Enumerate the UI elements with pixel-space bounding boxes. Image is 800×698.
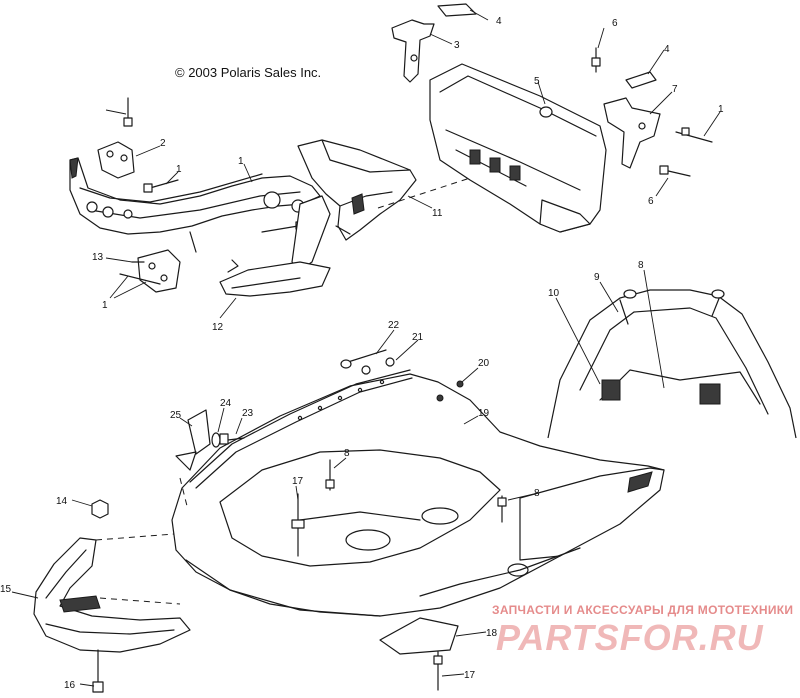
callout-9: 9 xyxy=(594,272,600,283)
callout-numbers: 4 3 6 4 5 7 1 6 2 1 1 11 13 1 12 10 9 8 … xyxy=(0,16,724,691)
hood-hardware xyxy=(175,349,507,691)
callout-13: 13 xyxy=(92,252,104,263)
hood-rear-inset xyxy=(547,289,797,439)
front-bumper-15 xyxy=(33,499,191,693)
callout-23: 23 xyxy=(242,408,254,419)
callout-18: 18 xyxy=(486,628,498,639)
watermark-tagline: ЗАПЧАСТИ И АКСЕССУАРЫ ДЛЯ МОТОТЕХНИКИ xyxy=(492,603,793,617)
callout-1-frame: 1 xyxy=(238,156,244,167)
callout-8-upper: 8 xyxy=(344,448,350,459)
callout-5: 5 xyxy=(534,76,540,87)
callout-15: 15 xyxy=(0,584,12,595)
callout-20: 20 xyxy=(478,358,490,369)
callout-24: 24 xyxy=(220,398,232,409)
callout-17-middle: 17 xyxy=(292,476,304,487)
callout-8-right: 8 xyxy=(534,488,540,499)
watermark: ЗАПЧАСТИ И АКСЕССУАРЫ ДЛЯ МОТОТЕХНИКИ PA… xyxy=(492,603,793,658)
callout-1-middle: 1 xyxy=(176,164,182,175)
callout-1-lower: 1 xyxy=(102,300,108,311)
copyright-text: © 2003 Polaris Sales Inc. xyxy=(175,65,321,80)
leader-lines xyxy=(11,9,721,687)
callout-4-top: 4 xyxy=(496,16,502,27)
callout-11: 11 xyxy=(432,208,443,219)
callout-17-bottom: 17 xyxy=(464,670,476,681)
callout-22: 22 xyxy=(388,320,400,331)
front-frame-assembly xyxy=(69,97,331,297)
steering-support-11 xyxy=(297,139,417,241)
callout-12: 12 xyxy=(212,322,224,333)
callout-3: 3 xyxy=(454,40,460,51)
callout-19: 19 xyxy=(478,408,490,419)
callout-6-top: 6 xyxy=(612,18,618,29)
callout-21: 21 xyxy=(412,332,424,343)
callout-6-lower: 6 xyxy=(648,196,654,207)
bulkhead-assembly xyxy=(391,3,713,233)
callout-2: 2 xyxy=(160,138,166,149)
callout-14: 14 xyxy=(56,496,68,507)
callout-7: 7 xyxy=(672,84,678,95)
callout-25: 25 xyxy=(170,410,182,421)
callout-8-inset: 8 xyxy=(638,260,644,271)
callout-1-right: 1 xyxy=(718,104,724,115)
hood-main xyxy=(171,369,665,617)
callout-10: 10 xyxy=(548,288,560,299)
callout-16: 16 xyxy=(64,680,76,691)
watermark-logo: PARTSFOR.RU xyxy=(496,617,764,658)
callout-4-right: 4 xyxy=(664,44,670,55)
